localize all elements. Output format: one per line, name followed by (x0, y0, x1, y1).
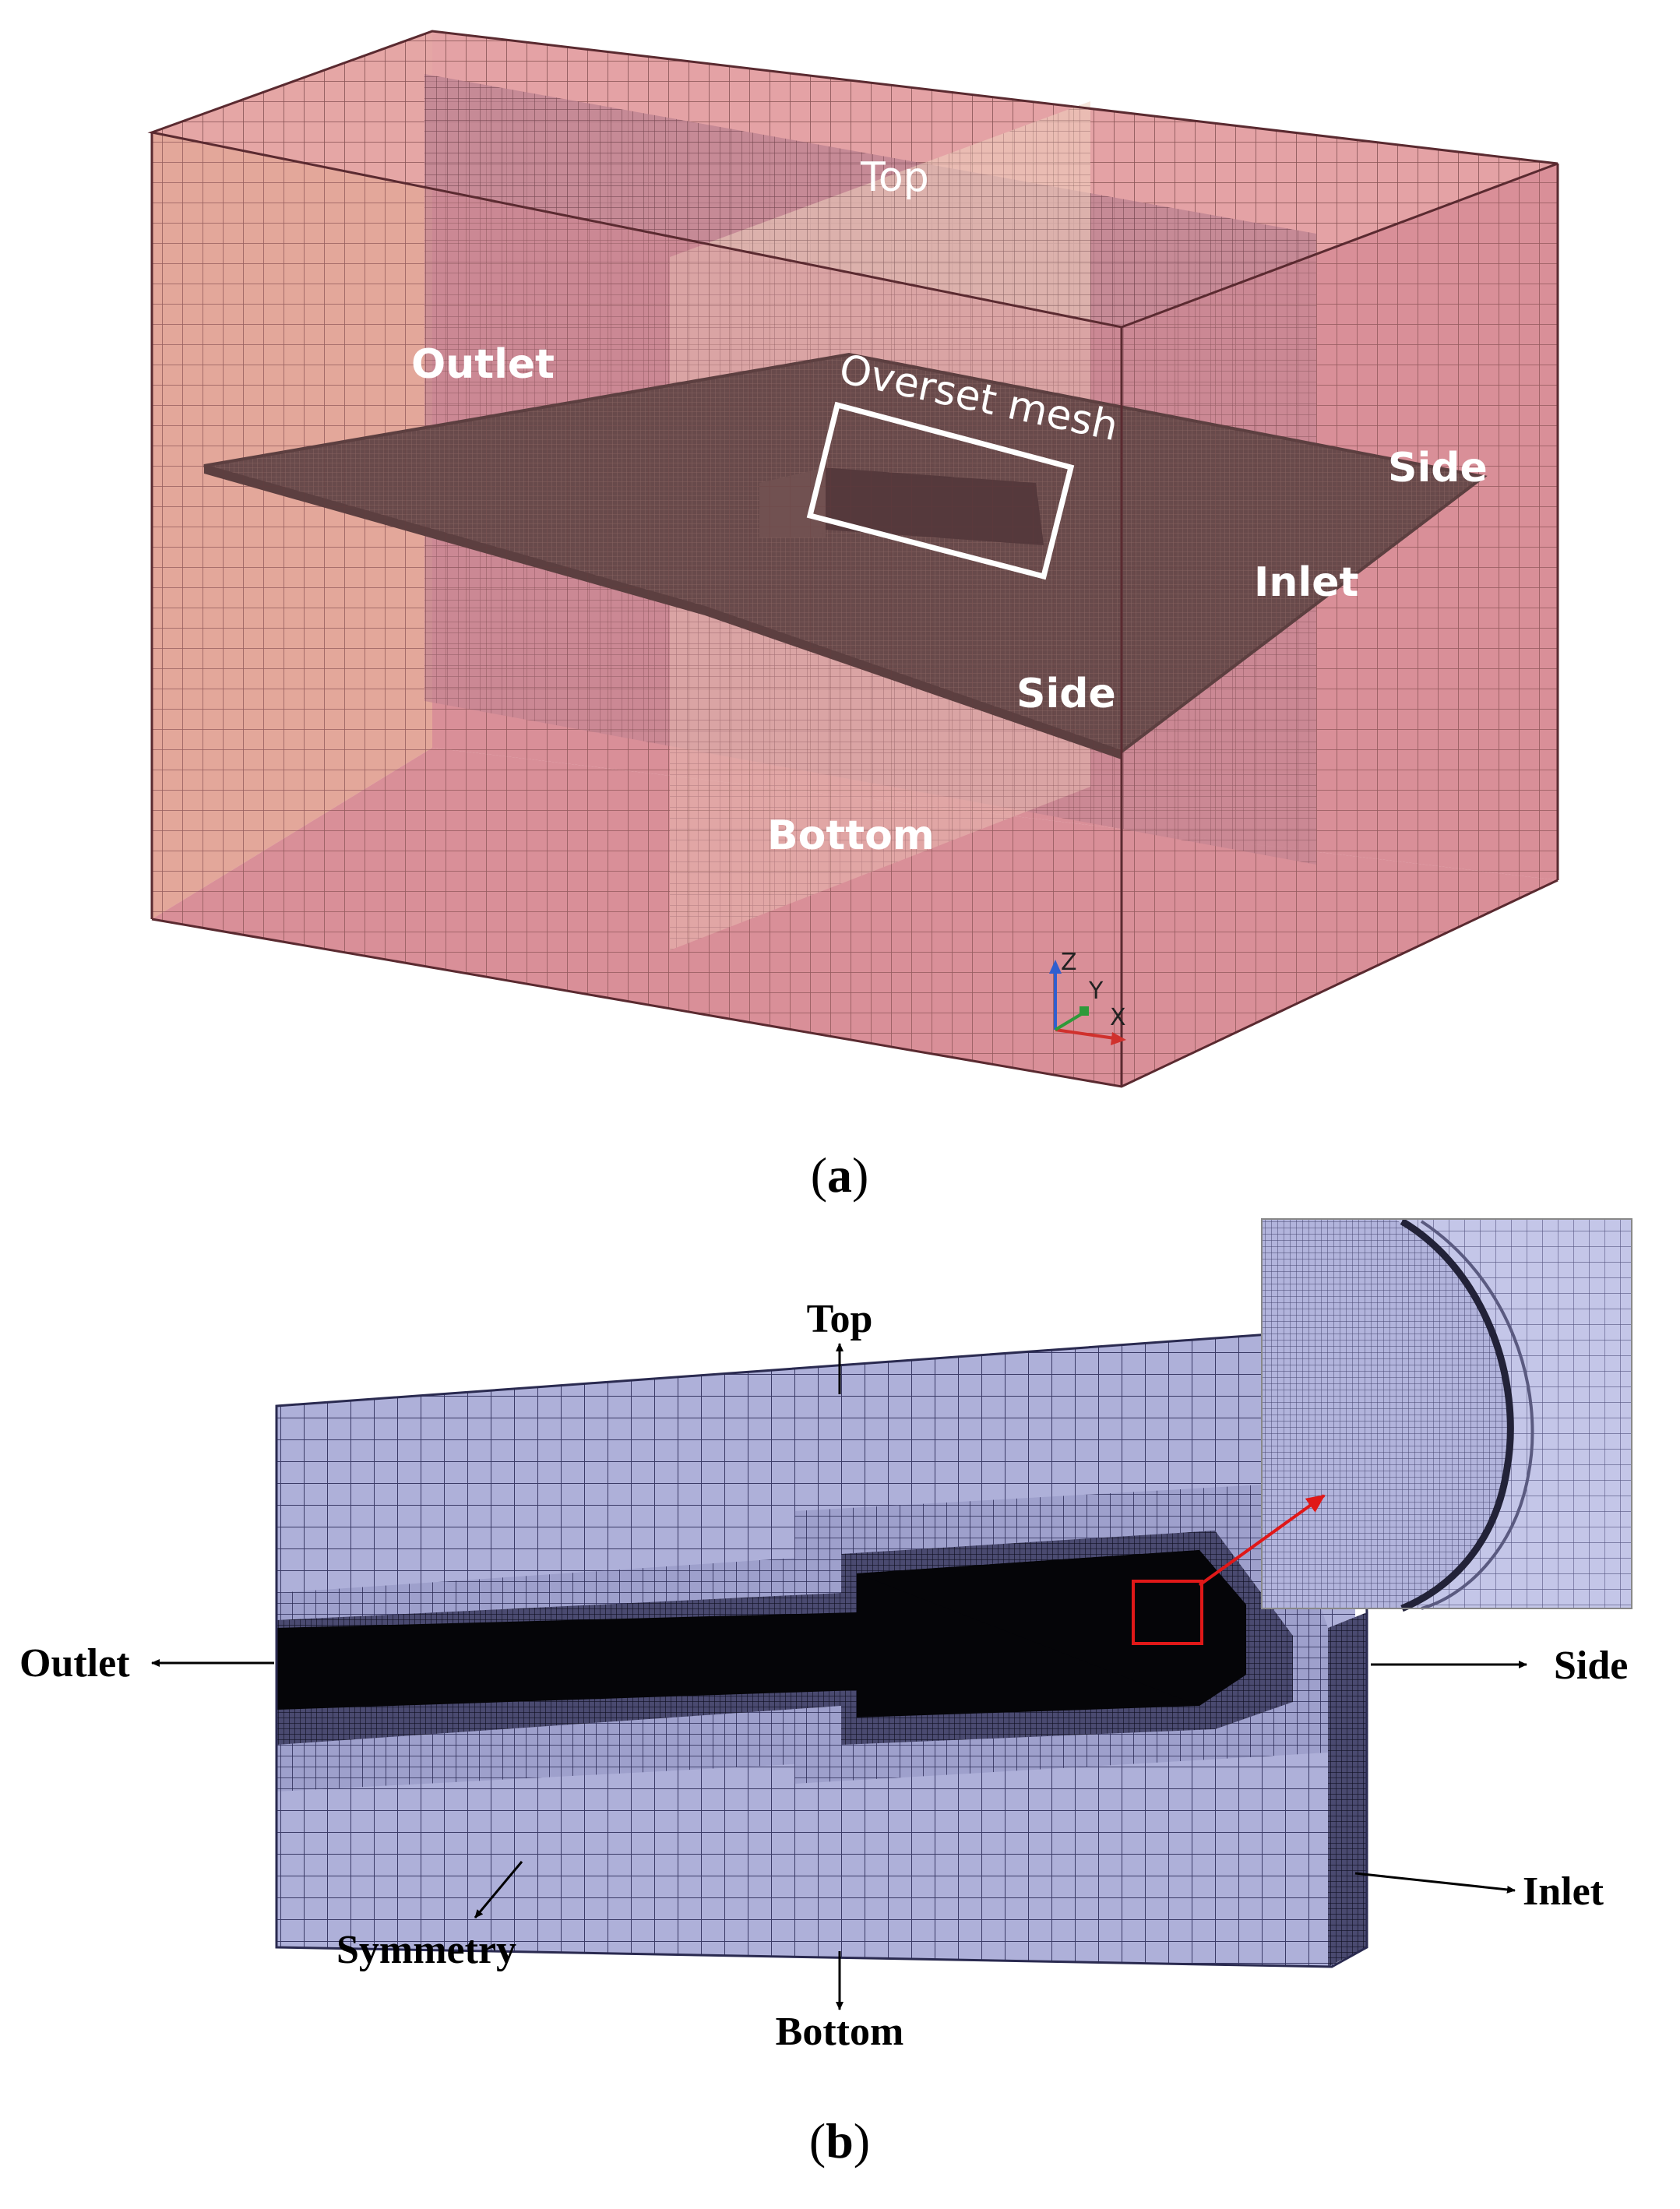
label-inlet: Inlet (1254, 559, 1358, 606)
domain-outline (147, 30, 1559, 1088)
label-bottom: Bottom (767, 812, 935, 859)
axis-label-y: Y (1088, 978, 1104, 1005)
label-b-symmetry: Symmetry (336, 1928, 516, 1972)
label-b-side: Side (1554, 1644, 1628, 1688)
label-outlet: Outlet (411, 341, 555, 388)
hull-contour-inset (1400, 1218, 1514, 1612)
caption-b: (b) (809, 2113, 870, 2168)
label-b-bottom: Bottom (776, 2010, 904, 2054)
arrow-symmetry (474, 1861, 523, 1918)
axis-label-x: X (1110, 1004, 1126, 1031)
panel-a-3d-mesh: Top Outlet Overset mesh Side Inlet Side … (147, 30, 1559, 1088)
label-side-right: Side (1388, 445, 1488, 491)
axis-triad: Z Y X (1049, 949, 1126, 1045)
label-b-outlet: Outlet (19, 1641, 130, 1686)
panel-b-section-mesh: Top Outlet Side Inlet Symmetry Bottom (19, 1218, 1632, 2054)
zoom-inset (1261, 1218, 1632, 1612)
zoom-arrow (1198, 1494, 1326, 1587)
axis-label-z: Z (1061, 949, 1077, 976)
label-b-inlet: Inlet (1523, 1869, 1604, 1914)
label-side-front: Side (1016, 671, 1116, 717)
label-top: Top (860, 154, 929, 201)
mesh-end-column (1328, 1612, 1367, 1967)
arrow-inlet (1354, 1872, 1516, 1894)
label-b-top: Top (807, 1297, 873, 1341)
zoom-frame (1132, 1580, 1203, 1645)
overset-mesh-box (806, 401, 1075, 580)
caption-a: (a) (811, 1147, 869, 1203)
